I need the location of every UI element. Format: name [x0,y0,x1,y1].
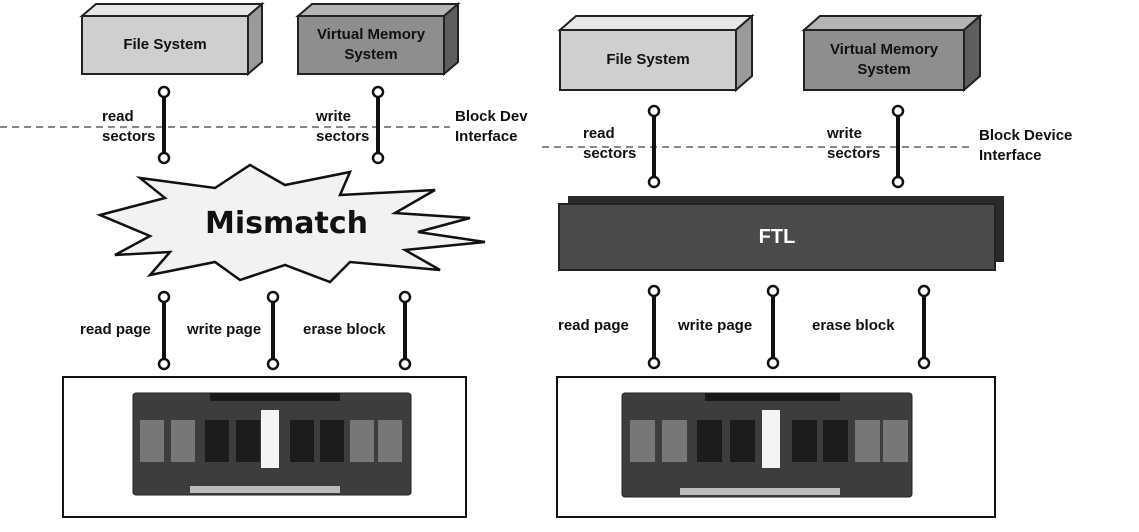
read-page-label: read page [80,321,151,338]
file-system-box [557,13,755,93]
file-system-label: File System [606,51,690,68]
mismatch-burst [96,163,486,284]
flash-memory-module [621,392,913,498]
write-page-connector [266,290,280,371]
mismatch-label: Mismatch [205,206,368,241]
right-diagram: File System Virtual Memory System read s… [540,0,1139,532]
block-device-interface-label: Block Dev Interface [455,108,528,145]
ftl-box [558,196,1004,271]
left-diagram: File System Virtual Memory System read s… [0,0,540,532]
virtual-memory-box [801,13,983,93]
read-sectors-connector [647,104,661,189]
read-sectors-label: read sectors [102,108,156,145]
write-page-label: write page [187,321,262,338]
virtual-memory-label: Virtual Memory System [316,26,426,63]
read-page-connector [157,290,171,371]
flash-memory-module [132,392,412,496]
read-page-connector [647,284,661,370]
ftl-label: FTL [758,225,796,248]
erase-block-label: erase block [303,321,386,338]
virtual-memory-box [295,1,461,77]
erase-block-label: erase block [812,317,895,334]
write-page-connector [766,284,780,370]
write-page-label: write page [678,317,753,334]
read-sectors-connector [157,85,171,165]
right-diagram-graphics [540,13,1004,518]
write-sectors-label: write sectors [827,125,881,162]
write-sectors-connector [891,104,905,189]
erase-block-connector [398,290,412,371]
block-device-interface-label: Block Device Interface [979,127,1073,164]
erase-block-connector [917,284,931,370]
file-system-label: File System [123,36,207,53]
write-sectors-connector [371,85,385,165]
write-sectors-label: write sectors [316,108,370,145]
read-sectors-label: read sectors [583,125,637,162]
left-diagram-graphics [0,1,486,518]
virtual-memory-label: Virtual Memory System [829,41,939,78]
file-system-box [79,1,265,77]
read-page-label: read page [558,317,629,334]
